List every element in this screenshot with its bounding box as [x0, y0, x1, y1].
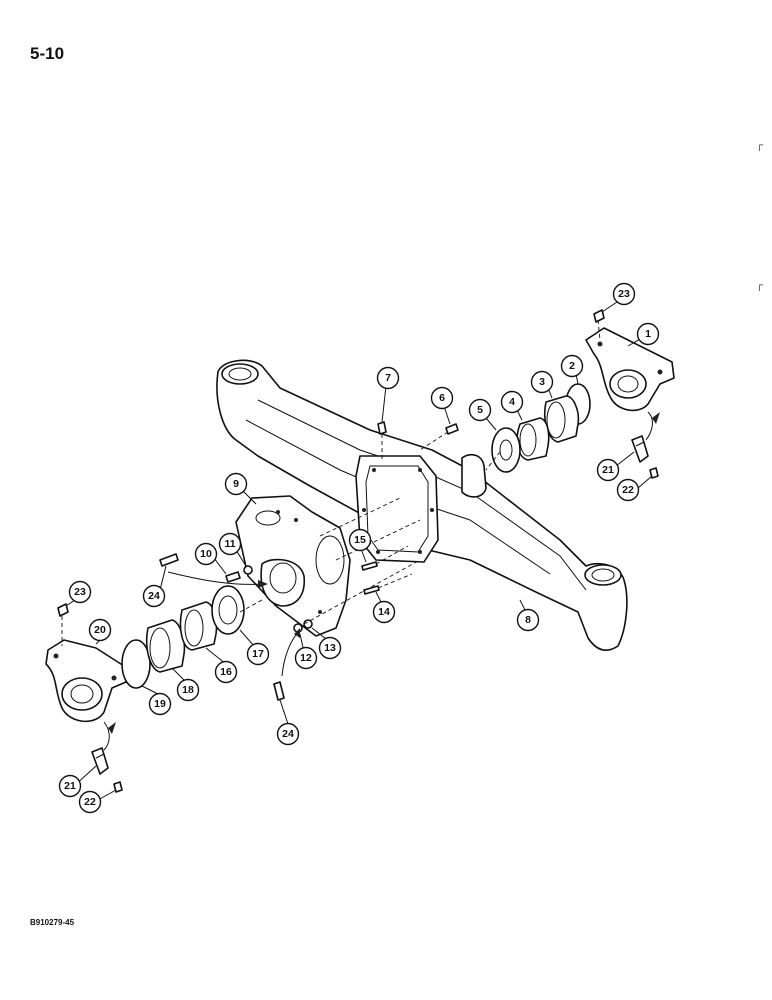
- callout-16: 16: [214, 660, 238, 684]
- svg-text:22: 22: [622, 484, 634, 496]
- callout-19: 19: [148, 692, 172, 716]
- callout-24-lower: 24: [276, 722, 300, 746]
- hardware: [159, 421, 459, 701]
- callout-21-right: 21: [596, 458, 620, 482]
- callout-22-right: 22: [616, 478, 640, 502]
- svg-text:24: 24: [282, 728, 294, 740]
- callout-5: 5: [468, 398, 492, 422]
- svg-text:1: 1: [645, 328, 651, 340]
- callout-4: 4: [500, 390, 524, 414]
- axle-housing: [216, 359, 628, 651]
- svg-text:21: 21: [64, 780, 76, 792]
- svg-text:8: 8: [525, 614, 531, 626]
- svg-text:24: 24: [148, 590, 160, 602]
- callout-24-upper: 24: [142, 584, 166, 608]
- edge-mark: ┌: [756, 140, 764, 151]
- callout-17: 17: [246, 642, 270, 666]
- right-pivot-assembly: [491, 309, 675, 479]
- callout-6: 6: [430, 386, 454, 410]
- left-pivot-assembly: [45, 585, 245, 793]
- callout-11: 11: [218, 532, 242, 556]
- callout-18: 18: [176, 678, 200, 702]
- callout-1: 1: [636, 322, 660, 346]
- callout-3: 3: [530, 370, 554, 394]
- svg-text:7: 7: [385, 372, 391, 384]
- callout-9: 9: [224, 472, 248, 496]
- svg-text:22: 22: [84, 796, 96, 808]
- svg-text:13: 13: [324, 642, 336, 654]
- svg-text:16: 16: [220, 666, 232, 678]
- callout-22-left: 22: [78, 790, 102, 814]
- figure-code: B910279-45: [30, 918, 75, 927]
- callout-7: 7: [376, 366, 400, 390]
- svg-text:17: 17: [252, 648, 264, 660]
- callout-14: 14: [372, 600, 396, 624]
- svg-text:15: 15: [354, 534, 366, 546]
- svg-text:20: 20: [94, 624, 106, 636]
- svg-text:9: 9: [233, 478, 239, 490]
- svg-text:21: 21: [602, 464, 614, 476]
- carrier-housing: [235, 495, 351, 637]
- svg-text:5: 5: [477, 404, 483, 416]
- alignment-lines: [61, 319, 601, 646]
- callout-2: 2: [560, 354, 584, 378]
- callout-23-right: 23: [612, 282, 636, 306]
- svg-text:10: 10: [200, 548, 212, 560]
- svg-text:18: 18: [182, 684, 194, 696]
- svg-text:11: 11: [224, 538, 235, 550]
- svg-text:12: 12: [300, 652, 312, 664]
- callout-20: 20: [88, 618, 112, 642]
- page-number: 5-10: [30, 44, 65, 63]
- callout-13: 13: [318, 636, 342, 660]
- callout-10: 10: [194, 542, 218, 566]
- svg-text:23: 23: [74, 586, 86, 598]
- callout-15: 15: [348, 528, 372, 552]
- edge-mark: ┌: [756, 280, 764, 291]
- svg-text:2: 2: [569, 360, 575, 372]
- callout-21-left: 21: [58, 774, 82, 798]
- svg-text:23: 23: [618, 288, 630, 300]
- callout-23-left: 23: [68, 580, 92, 604]
- callout-8: 8: [516, 608, 540, 632]
- svg-text:4: 4: [509, 396, 515, 408]
- svg-text:3: 3: [539, 376, 545, 388]
- callout-12: 12: [294, 646, 318, 670]
- svg-text:6: 6: [439, 392, 445, 404]
- svg-text:19: 19: [154, 698, 166, 710]
- svg-text:14: 14: [378, 606, 390, 618]
